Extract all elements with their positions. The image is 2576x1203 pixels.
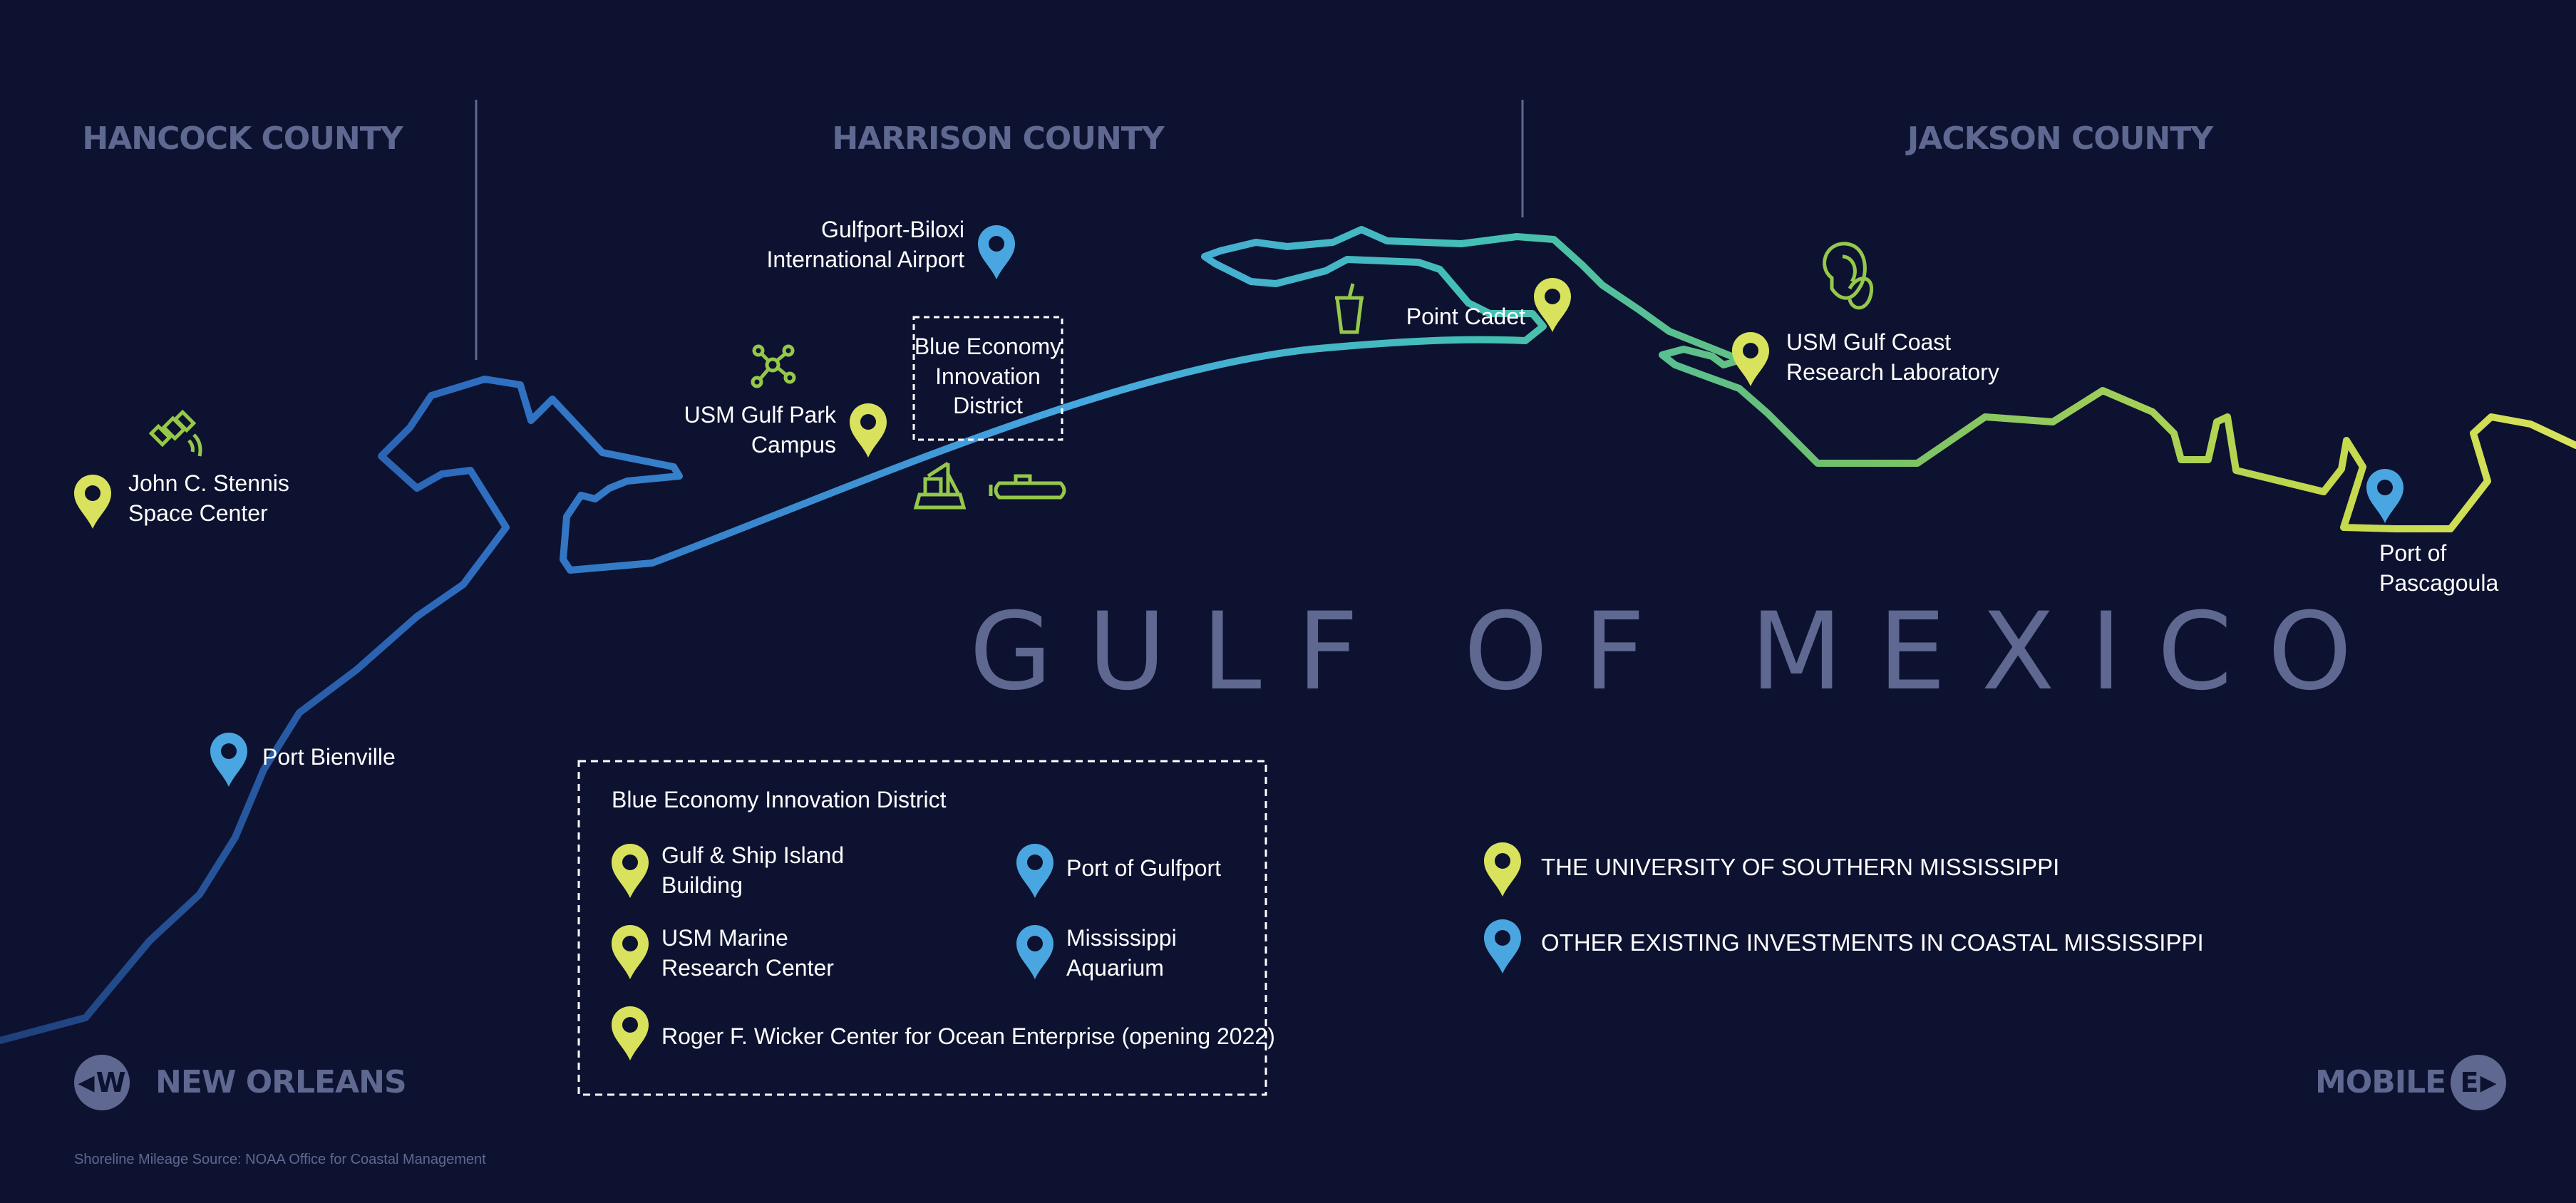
legend-item-line: Aquarium: [1066, 954, 1164, 981]
legend-item-line: Building: [661, 872, 743, 898]
west-arrow-icon: ◀: [78, 1070, 95, 1095]
county-label-harrison: HARRISON COUNTY: [832, 120, 1164, 157]
legend-item-line: Research Center: [661, 954, 834, 981]
pin-pascagoula[interactable]: [2366, 469, 2404, 523]
label-blue-economy-line2: Innovation: [935, 363, 1041, 389]
legend-pin-usm: [612, 844, 649, 898]
label-blue-economy: Blue Economy Innovation District: [914, 332, 1062, 421]
legend-item-aquarium: Mississippi Aquarium: [1066, 924, 1177, 983]
key-other-label: OTHER EXISTING INVESTMENTS IN COASTAL MI…: [1541, 929, 2204, 956]
pin-gcrl[interactable]: [1732, 332, 1769, 386]
legend-item-marine-research: USM Marine Research Center: [661, 924, 834, 983]
legend-item-line: Mississippi: [1066, 925, 1177, 951]
legend-item-line: Gulf & Ship Island: [661, 842, 845, 868]
blue-economy-box: [912, 316, 1063, 441]
legend-title: Blue Economy Innovation District: [612, 787, 947, 812]
label-airport-line1: Gulfport-Biloxi: [821, 217, 964, 242]
west-badge-letter: W: [96, 1067, 126, 1098]
west-direction-label: NEW ORLEANS: [155, 1064, 407, 1100]
label-point-cadet: Point Cadet: [1406, 304, 1525, 329]
pin-point-cadet[interactable]: [1534, 278, 1571, 332]
label-blue-economy-line3: District: [953, 393, 1023, 419]
pin-port-bienville[interactable]: [210, 733, 247, 787]
east-arrow-badge: E▶: [2451, 1055, 2506, 1110]
label-port-bienville: Port Bienville: [262, 744, 396, 770]
east-direction-label: MOBILE: [2315, 1064, 2446, 1100]
label-gcrl-line1: USM Gulf Coast: [1786, 329, 1952, 355]
source-note: Shoreline Mileage Source: NOAA Office fo…: [74, 1152, 486, 1167]
legend-pin-usm: [612, 1006, 649, 1060]
legend-pin-other: [1016, 844, 1053, 898]
network-icon: [751, 344, 796, 388]
county-label-jackson: JACKSON COUNTY: [1907, 120, 2213, 157]
west-arrow-badge: ◀W: [74, 1055, 130, 1110]
label-gcrl: USM Gulf Coast Research Laboratory: [1786, 328, 1999, 387]
legend-item-line: USM Marine: [661, 925, 788, 951]
label-gulf-park-line2: Campus: [751, 431, 836, 458]
label-gulf-park-line1: USM Gulf Park: [684, 402, 836, 428]
pin-stennis[interactable]: [74, 475, 111, 529]
legend-item-port-gulfport: Port of Gulfport: [1066, 855, 1221, 881]
label-stennis: John C. Stennis Space Center: [128, 469, 289, 528]
label-pascagoula: Port of Pascagoula: [2379, 539, 2498, 598]
key-pin-usm: [1484, 842, 1521, 897]
label-pascagoula-line1: Port of: [2379, 540, 2447, 566]
satellite-icon: [148, 409, 202, 457]
pin-gulf-park[interactable]: [850, 403, 887, 458]
legend-item-wicker-center: Roger F. Wicker Center for Ocean Enterpr…: [661, 1023, 1275, 1049]
east-badge-letter: E: [2460, 1067, 2479, 1098]
legend-pin-usm: [612, 925, 649, 979]
key-usm-label: THE UNIVERSITY OF SOUTHERN MISSISSIPPI: [1541, 854, 2060, 880]
oyster-icon: [1823, 242, 1874, 310]
crane-ship-icon: [913, 461, 967, 510]
label-gulf-park: USM Gulf Park Campus: [642, 401, 836, 460]
submarine-icon: [989, 474, 1066, 500]
legend-item-gulf-ship-island: Gulf & Ship Island Building: [661, 841, 844, 900]
label-stennis-line2: Space Center: [128, 500, 268, 526]
label-airport: Gulfport-Biloxi International Airport: [727, 215, 965, 274]
county-label-hancock: HANCOCK COUNTY: [82, 120, 403, 157]
gulf-of-mexico-label: GULF OF MEXICO: [969, 590, 2388, 714]
key-pin-other: [1484, 919, 1521, 974]
east-arrow-icon: ▶: [2480, 1070, 2497, 1095]
label-pascagoula-line2: Pascagoula: [2379, 569, 2499, 596]
label-airport-line2: International Airport: [766, 246, 965, 272]
label-blue-economy-line1: Blue Economy: [914, 334, 1062, 359]
beverage-icon: [1335, 283, 1364, 334]
label-stennis-line1: John C. Stennis: [128, 470, 289, 496]
legend-pin-other: [1016, 925, 1053, 979]
shoreline: [0, 226, 2576, 1044]
pin-airport[interactable]: [978, 225, 1015, 279]
legend-box: [577, 760, 1267, 1096]
label-gcrl-line2: Research Laboratory: [1786, 358, 1999, 385]
